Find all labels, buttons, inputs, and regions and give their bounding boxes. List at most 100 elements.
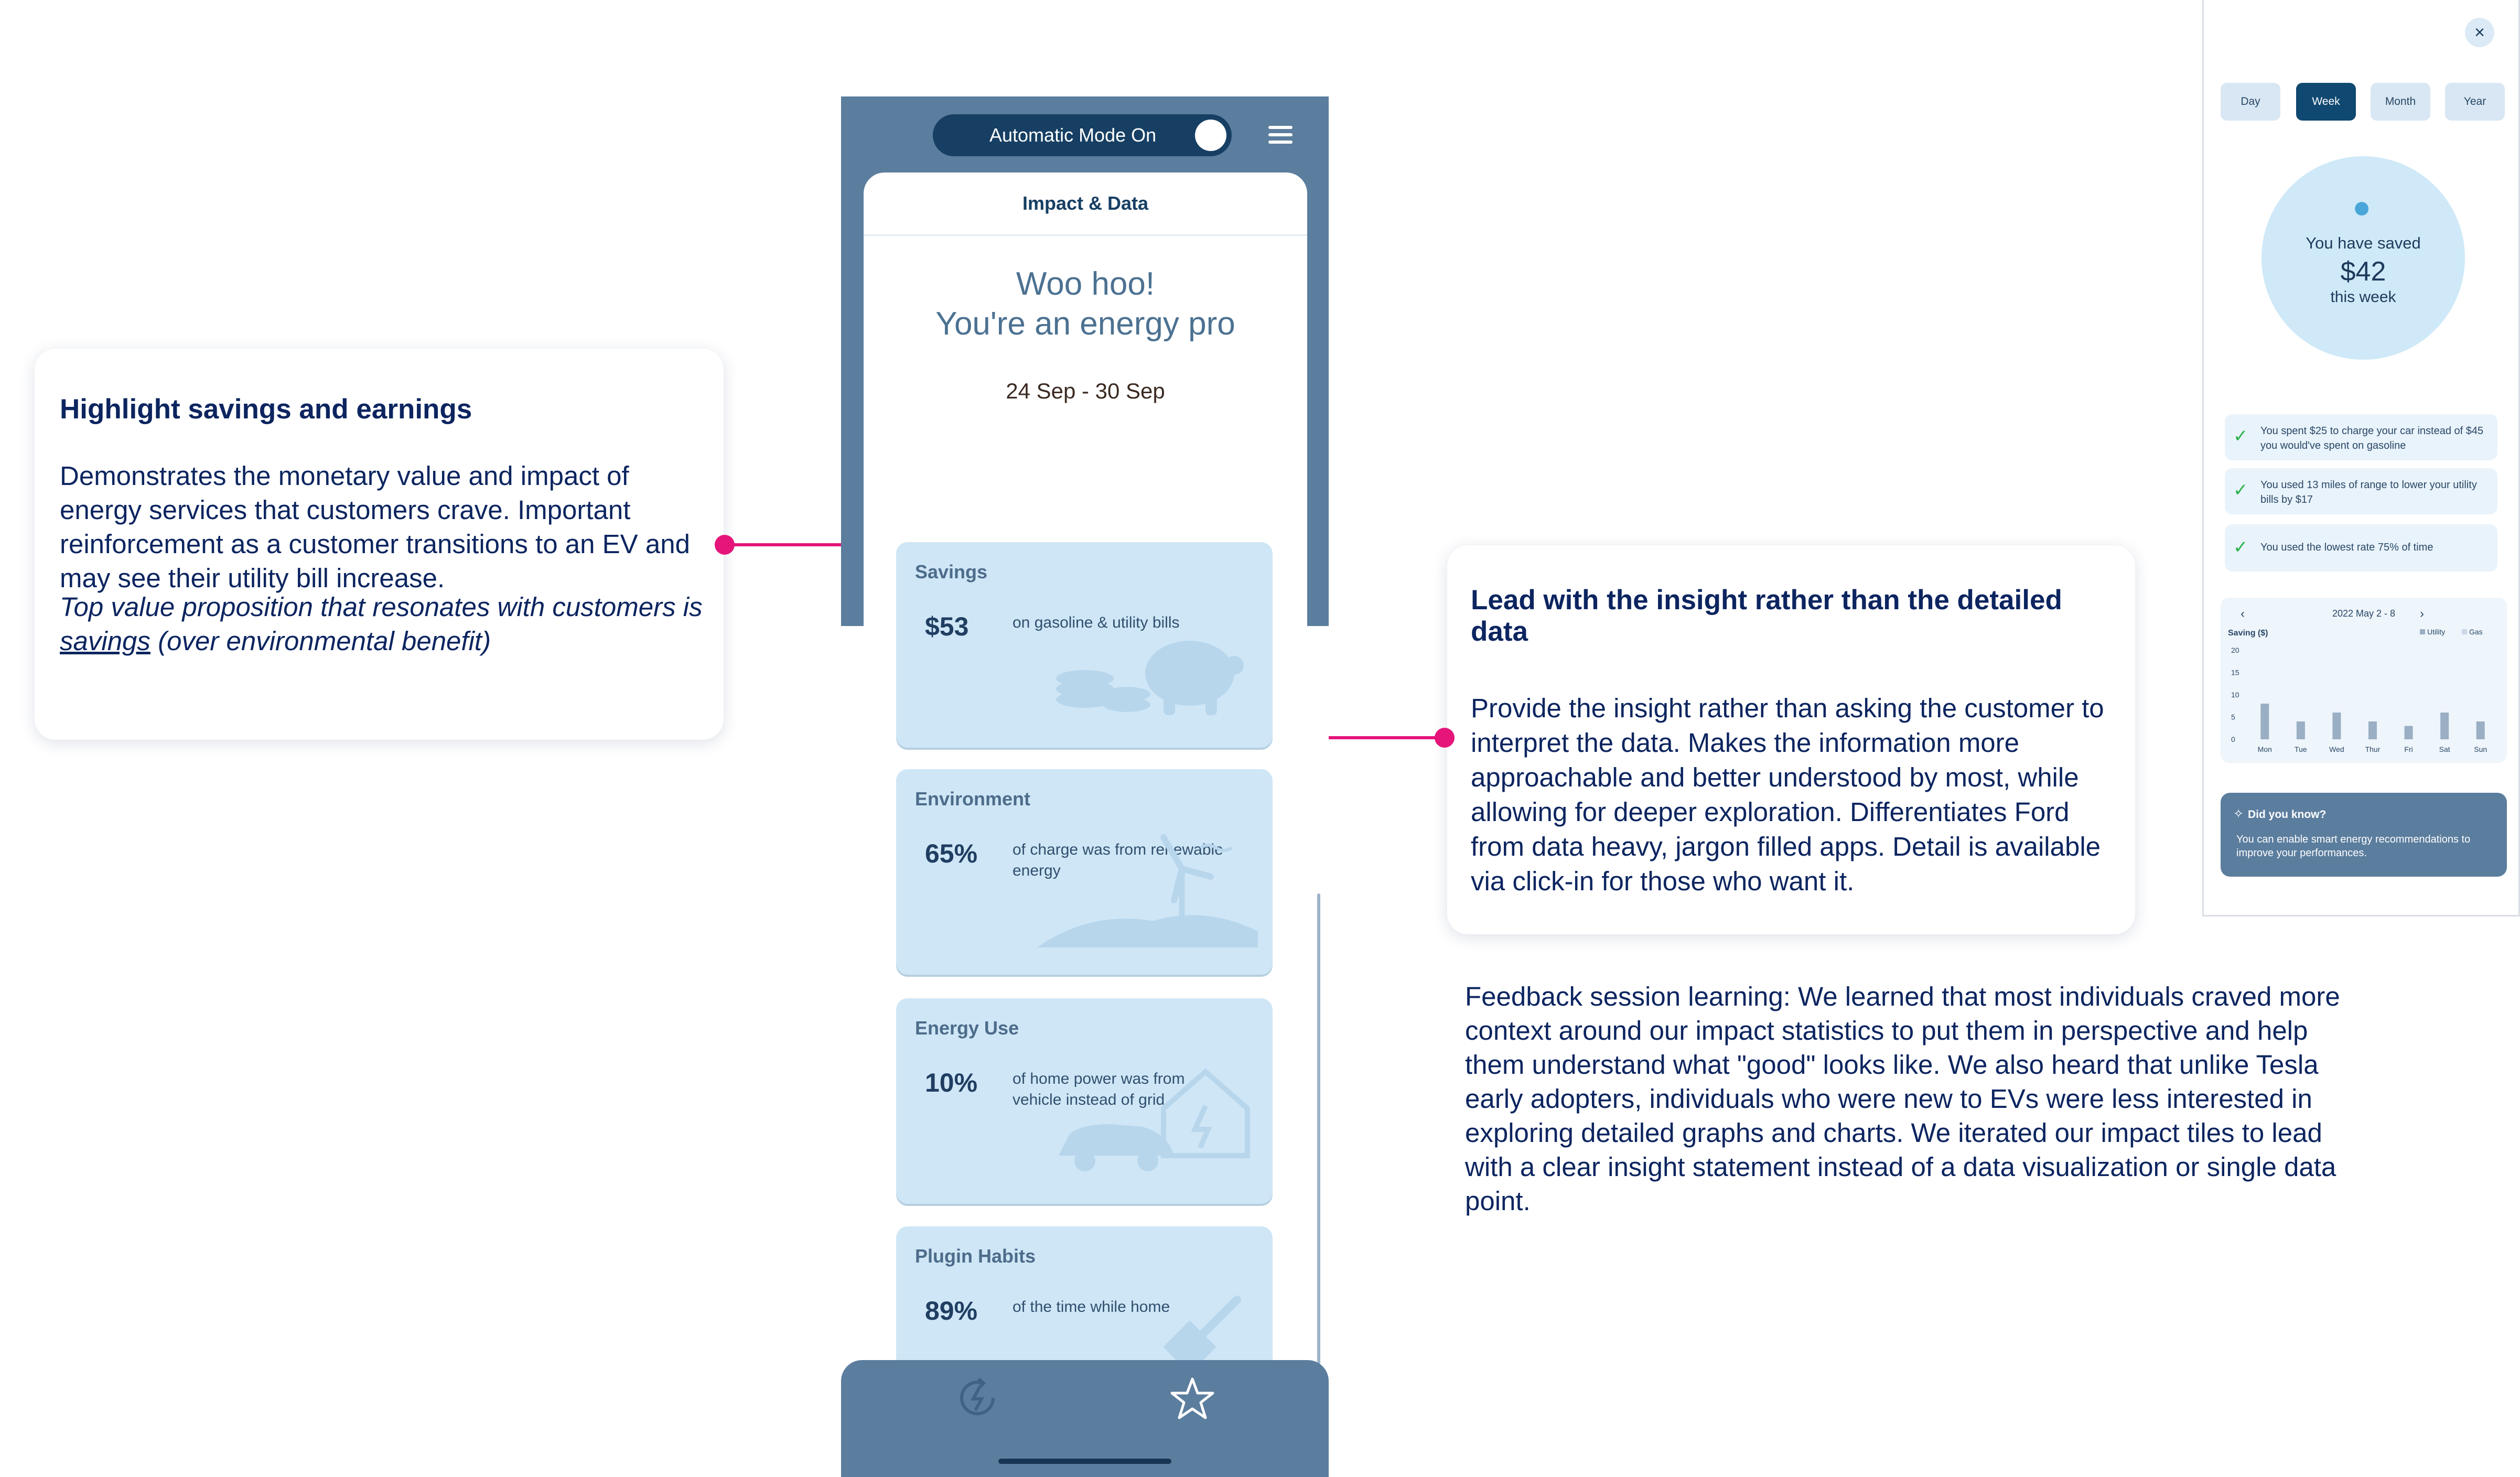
insight-text: You used 13 miles of range to lower your…	[2260, 479, 2477, 505]
insight-item: ✓ You used 13 miles of range to lower yo…	[2225, 468, 2497, 514]
check-icon: ✓	[2233, 426, 2248, 446]
chart-next-arrow: ›	[2420, 607, 2424, 621]
savings-callout-card: Highlight savings and earnings Demonstra…	[35, 349, 724, 740]
chart-bar	[2296, 721, 2305, 739]
x-tick-label: Tue	[2295, 745, 2307, 753]
insight-item: ✓ You used the lowest rate 75% of time	[2225, 524, 2497, 572]
star-icon[interactable]	[1169, 1375, 1216, 1422]
tile-value: 65%	[925, 839, 978, 868]
tile-subtext: on gasoline & utility bills	[1013, 614, 1180, 631]
saved-label: You have saved	[2306, 234, 2421, 252]
callout-description: Provide the insight rather than asking t…	[1471, 693, 2104, 896]
chart-title: 2022 May 2 - 8	[2332, 608, 2395, 619]
x-tick-label: Wed	[2329, 745, 2344, 753]
y-tick-label: 5	[2231, 713, 2235, 721]
savings-tile[interactable]: Savings $53 on gasoline & utility bills	[896, 542, 1273, 748]
tab-week[interactable]: Week	[2296, 83, 2356, 121]
chart-bar	[2368, 721, 2377, 739]
tab-day[interactable]: Day	[2221, 83, 2280, 121]
x-tick-label: Thur	[2365, 745, 2381, 753]
tile-value: 89%	[925, 1296, 978, 1325]
lightbulb-icon: ✧	[2233, 807, 2244, 821]
impact-screen: Impact & Data Woo hoo! You're an energy …	[864, 173, 1307, 1432]
callout-quote: Top value proposition that resonates wit…	[60, 590, 705, 658]
saved-amount: $42	[2340, 256, 2386, 287]
chart-bar	[2476, 721, 2485, 739]
tab-month[interactable]: Month	[2371, 83, 2430, 121]
saved-period: this week	[2330, 288, 2396, 306]
wind-turbine-icon	[1037, 834, 1258, 947]
y-tick-label: 0	[2231, 735, 2235, 743]
callout-description: Demonstrates the monetary value and impa…	[60, 461, 690, 593]
did-you-know-card[interactable]: ✧ Did you know? You can enable smart ene…	[2221, 793, 2507, 877]
quote-suffix: (over environmental benefit)	[150, 626, 491, 656]
car-house-icon	[1059, 1068, 1250, 1171]
tile-value: $53	[925, 612, 969, 641]
toggle-label: Automatic Mode On	[989, 124, 1157, 146]
headline: Woo hoo! You're an energy pro	[864, 264, 1307, 344]
savings-chart: ‹ 2022 May 2 - 8 › Saving ($) Utility Gas 0 5 10…	[2221, 598, 2507, 763]
tile-title: Energy Use	[915, 1017, 1019, 1039]
right-connector-line	[1305, 736, 1446, 739]
close-icon[interactable]: ×	[2465, 18, 2494, 47]
tile-title: Savings	[915, 561, 988, 583]
y-tick-label: 10	[2231, 691, 2239, 699]
tile-value: 10%	[925, 1068, 978, 1097]
check-icon: ✓	[2233, 480, 2248, 500]
y-tick-label: 20	[2231, 646, 2239, 654]
quote-prefix: Top value proposition that resonates wit…	[60, 592, 703, 622]
piggy-bank-icon	[1056, 641, 1244, 715]
chart-bar	[2332, 713, 2341, 739]
x-tick-label: Sat	[2439, 745, 2450, 753]
headline-line-1: Woo hoo!	[1016, 266, 1155, 302]
tile-subtext: of charge was from renewable energy	[1013, 841, 1223, 879]
legend-swatch	[2420, 629, 2425, 634]
legend-label: Gas	[2469, 628, 2483, 636]
feedback-learning-text: Feedback session learning: We learned th…	[1465, 982, 2340, 1216]
did-you-know-title: Did you know?	[2248, 808, 2327, 821]
chart-prev-arrow: ‹	[2241, 607, 2245, 621]
insight-item: ✓ You spent $25 to charge your car inste…	[2225, 414, 2497, 460]
home-indicator	[998, 1459, 1171, 1464]
y-tick-label: 15	[2231, 669, 2239, 677]
savings-summary-circle: ● You have saved $42 this week	[2261, 156, 2465, 360]
hamburger-menu-icon[interactable]	[1268, 126, 1293, 148]
tile-title: Plugin Habits	[915, 1245, 1036, 1267]
savings-bar-chart: ‹ 2022 May 2 - 8 › Saving ($) Utility Gas 0 5 10…	[2228, 607, 2487, 753]
screen-header: Impact & Data	[864, 173, 1307, 236]
quote-link: savings	[60, 626, 150, 656]
right-connector-dot	[1435, 728, 1455, 748]
chart-bar	[2440, 713, 2449, 739]
x-tick-label: Mon	[2258, 745, 2272, 753]
tile-subtext: of home power was from vehicle instead o…	[1013, 1070, 1185, 1108]
legend-label: Utility	[2427, 628, 2445, 636]
tile-title: Environment	[915, 788, 1031, 810]
callout-title: Lead with the insight rather than the de…	[1471, 585, 2062, 647]
piggy-bank-icon: ●	[2352, 189, 2372, 224]
headline-line-2: You're an energy pro	[935, 306, 1235, 342]
y-axis-label: Saving ($)	[2228, 629, 2268, 638]
x-tick-label: Fri	[2404, 745, 2413, 753]
check-icon: ✓	[2233, 537, 2248, 557]
bottom-nav	[841, 1360, 1329, 1477]
scrollbar[interactable]	[1317, 893, 1320, 1365]
phone-mockup: Automatic Mode On Impact & Data Woo hoo!…	[841, 96, 1329, 1477]
energy-use-tile[interactable]: Energy Use 10% of home power was from ve…	[896, 998, 1273, 1204]
x-tick-label: Sun	[2474, 745, 2487, 753]
insight-text: You used the lowest rate 75% of time	[2260, 542, 2433, 553]
left-connector-line	[724, 543, 897, 546]
chart-bar	[2260, 704, 2269, 739]
insight-text: You spent $25 to charge your car instead…	[2260, 425, 2484, 451]
callout-title: Highlight savings and earnings	[60, 394, 472, 425]
chart-bar	[2404, 726, 2413, 739]
toggle-knob[interactable]	[1195, 120, 1226, 151]
automatic-mode-toggle[interactable]: Automatic Mode On	[933, 114, 1232, 156]
insight-callout-card: Lead with the insight rather than the de…	[1447, 545, 2135, 934]
tile-subtext: of the time while home	[1013, 1298, 1170, 1316]
tab-year[interactable]: Year	[2445, 83, 2505, 121]
date-range: 24 Sep - 30 Sep	[1006, 379, 1165, 403]
savings-detail-panel: × Day Week Month Year ● You have saved $…	[2202, 0, 2520, 917]
legend-swatch	[2462, 629, 2467, 634]
energy-refresh-icon[interactable]	[951, 1372, 1004, 1424]
environment-tile[interactable]: Environment 65% of charge was from renew…	[896, 769, 1273, 975]
